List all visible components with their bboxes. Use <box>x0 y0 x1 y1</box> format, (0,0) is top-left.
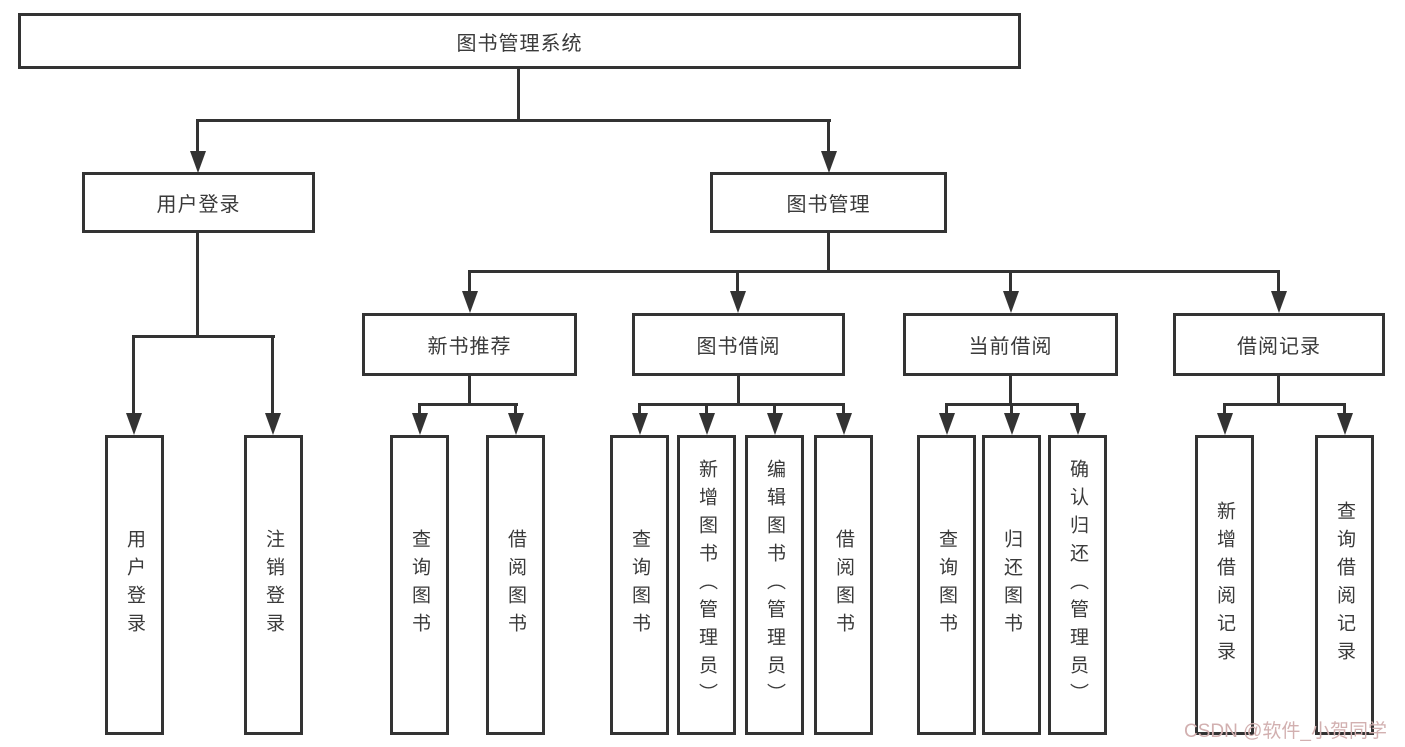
leaf-borrow-borrow-book: 借阅图书 <box>814 435 873 735</box>
leaf-logout: 注销登录 <box>244 435 303 735</box>
leaf-borrow-edit-book-admin: 编辑图书（管理员） <box>745 435 804 735</box>
connector-line <box>1009 270 1012 293</box>
connector-line <box>1277 270 1280 293</box>
connector-line <box>638 403 845 406</box>
node-new-book-recommend-label: 新书推荐 <box>427 336 512 358</box>
arrowhead-down-icon <box>190 151 206 173</box>
leaf-current-query-book-label: 查询图书 <box>936 529 957 641</box>
connector-line <box>1076 403 1079 415</box>
connector-line <box>1277 376 1280 405</box>
arrowhead-down-icon <box>767 413 783 435</box>
leaf-current-return-book-label: 归还图书 <box>1001 529 1022 641</box>
node-user-login: 用户登录 <box>82 172 315 233</box>
node-current-borrow-label: 当前借阅 <box>968 336 1053 358</box>
connector-line <box>1223 403 1226 415</box>
arrowhead-down-icon <box>836 413 852 435</box>
leaf-borrow-edit-book-admin-label: 编辑图书（管理员） <box>764 459 785 711</box>
leaf-newbook-borrow-book-label: 借阅图书 <box>505 529 526 641</box>
leaf-borrow-query-book: 查询图书 <box>610 435 669 735</box>
connector-line <box>1009 376 1012 405</box>
connector-line <box>827 119 830 157</box>
connector-line <box>468 270 1280 273</box>
leaf-user-login: 用户登录 <box>105 435 164 735</box>
arrowhead-down-icon <box>1070 413 1086 435</box>
arrowhead-down-icon <box>1003 291 1019 313</box>
leaf-user-login-label: 用户登录 <box>124 529 145 641</box>
leaf-newbook-borrow-book: 借阅图书 <box>486 435 545 735</box>
arrowhead-down-icon <box>508 413 524 435</box>
leaf-borrow-add-book-admin: 新增图书（管理员） <box>677 435 736 735</box>
leaf-records-add-record: 新增借阅记录 <box>1195 435 1254 735</box>
arrowhead-down-icon <box>730 291 746 313</box>
node-new-book-recommend: 新书推荐 <box>362 313 577 376</box>
leaf-borrow-add-book-admin-label: 新增图书（管理员） <box>696 459 717 711</box>
connector-line <box>1343 403 1346 415</box>
node-book-borrow: 图书借阅 <box>632 313 845 376</box>
connector-line <box>737 376 740 405</box>
leaf-newbook-query-book-label: 查询图书 <box>409 529 430 641</box>
leaf-current-query-book: 查询图书 <box>917 435 976 735</box>
connector-line <box>517 68 520 122</box>
node-user-login-label: 用户登录 <box>156 194 241 216</box>
leaf-records-query-record-label: 查询借阅记录 <box>1334 501 1355 669</box>
connector-line <box>196 233 199 337</box>
connector-line <box>196 119 831 122</box>
arrowhead-down-icon <box>1004 413 1020 435</box>
connector-line <box>842 403 845 415</box>
node-current-borrow: 当前借阅 <box>903 313 1118 376</box>
leaf-borrow-query-book-label: 查询图书 <box>629 529 650 641</box>
arrowhead-down-icon <box>1217 413 1233 435</box>
node-root: 图书管理系统 <box>18 13 1021 69</box>
node-root-label: 图书管理系统 <box>456 32 583 55</box>
connector-line <box>418 403 518 406</box>
arrowhead-down-icon <box>1271 291 1287 313</box>
connector-line <box>773 403 776 415</box>
node-book-management-label: 图书管理 <box>786 194 871 216</box>
connector-line <box>418 403 421 415</box>
connector-line <box>945 403 948 415</box>
leaf-borrow-borrow-book-label: 借阅图书 <box>833 529 854 641</box>
leaf-current-confirm-return-admin: 确认归还（管理员） <box>1048 435 1107 735</box>
connector-line <box>736 270 739 293</box>
connector-line <box>827 233 830 273</box>
connector-line <box>514 403 517 415</box>
arrowhead-down-icon <box>699 413 715 435</box>
connector-line <box>196 119 199 157</box>
connector-line <box>468 376 471 405</box>
arrowhead-down-icon <box>126 413 142 435</box>
connector-line <box>132 335 275 338</box>
connector-line <box>271 335 274 413</box>
arrowhead-down-icon <box>265 413 281 435</box>
leaf-records-query-record: 查询借阅记录 <box>1315 435 1374 735</box>
arrowhead-down-icon <box>939 413 955 435</box>
leaf-current-confirm-return-admin-label: 确认归还（管理员） <box>1067 459 1088 711</box>
connector-line <box>638 403 641 415</box>
node-borrow-records-label: 借阅记录 <box>1237 336 1321 358</box>
connector-line <box>1223 403 1346 406</box>
connector-line <box>1010 403 1013 415</box>
arrowhead-down-icon <box>632 413 648 435</box>
connector-line <box>132 335 135 413</box>
leaf-records-add-record-label: 新增借阅记录 <box>1214 501 1235 669</box>
node-borrow-records: 借阅记录 <box>1173 313 1385 376</box>
connector-line <box>705 403 708 415</box>
leaf-logout-label: 注销登录 <box>263 529 284 641</box>
connector-line <box>468 270 471 293</box>
node-book-management: 图书管理 <box>710 172 947 233</box>
leaf-newbook-query-book: 查询图书 <box>390 435 449 735</box>
arrowhead-down-icon <box>462 291 478 313</box>
arrowhead-down-icon <box>412 413 428 435</box>
arrowhead-down-icon <box>821 151 837 173</box>
node-book-borrow-label: 图书借阅 <box>696 336 781 358</box>
csdn-watermark: CSDN @软件_小贺同学 <box>1184 721 1387 742</box>
arrowhead-down-icon <box>1337 413 1353 435</box>
leaf-current-return-book: 归还图书 <box>982 435 1041 735</box>
